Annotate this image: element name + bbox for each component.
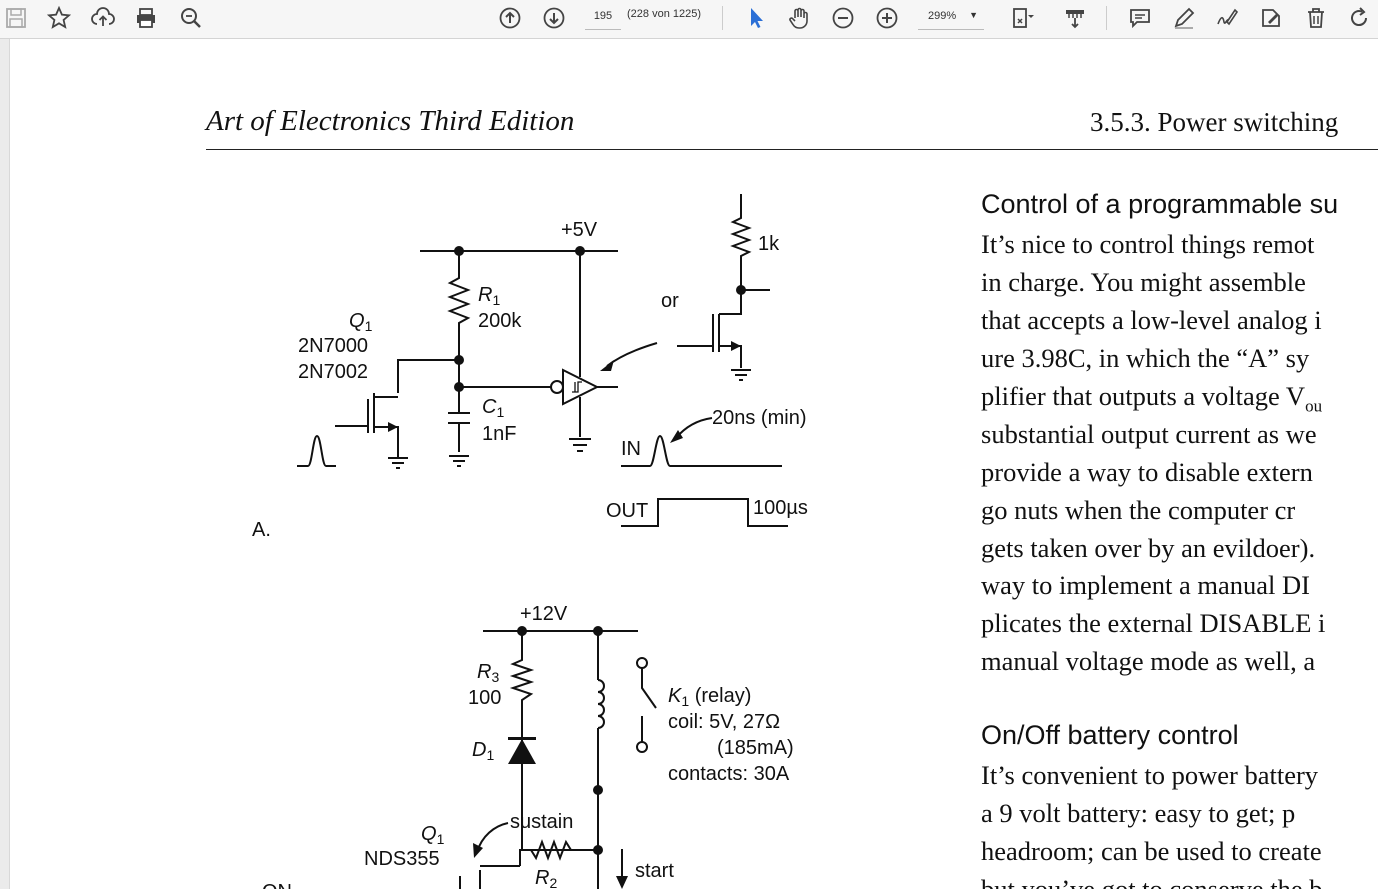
- left-gutter: [0, 39, 10, 889]
- label-or: or: [661, 290, 679, 312]
- print-icon[interactable]: [131, 3, 161, 33]
- save-icon[interactable]: [1, 3, 31, 33]
- section-heading: Control of a programmable su: [981, 189, 1339, 219]
- trash-icon[interactable]: [1301, 3, 1331, 33]
- label-r3: R3: [477, 661, 499, 685]
- text-line: plicates the external DISABLE i: [981, 608, 1326, 638]
- pdf-toolbar: 195 (228 von 1225) 299% ▼: [0, 0, 1378, 39]
- toolbar-divider: [722, 6, 723, 30]
- circuit-figure: +5V 1k or R1 200k Q1 2N7000 2N7002 C1 1n…: [252, 194, 808, 889]
- label-coil: coil: 5V, 27Ω: [668, 711, 780, 733]
- toolbar-divider: [1106, 6, 1107, 30]
- zoom-out-icon[interactable]: [828, 3, 858, 33]
- label-part: C: [482, 396, 497, 418]
- section-heading: On/Off battery control: [981, 720, 1239, 750]
- stamp-icon[interactable]: [1256, 3, 1286, 33]
- zoom-value: 299%: [928, 10, 957, 22]
- label-sustain: sustain: [510, 811, 573, 833]
- text-line-part: plifier that outputs a voltage V: [981, 381, 1306, 411]
- label-q1-part1: 2N7000: [298, 335, 368, 357]
- text-line: It’s convenient to power battery: [981, 760, 1319, 790]
- label-sub: 1: [496, 404, 504, 420]
- text-line: manual voltage mode as well, a: [981, 646, 1316, 676]
- figure-label-a: A.: [252, 519, 271, 541]
- label-part: (relay): [689, 685, 751, 707]
- text-line: that accepts a low-level analog i: [981, 305, 1322, 335]
- text-line: provide a way to disable extern: [981, 457, 1313, 487]
- text-line: gets taken over by an evildoer).: [981, 533, 1316, 563]
- label-in: IN: [621, 438, 641, 460]
- header-rule: [206, 149, 1378, 150]
- fit-page-icon[interactable]: [1008, 3, 1038, 33]
- label-coil-current: (185mA): [717, 737, 794, 759]
- text-line: go nuts when the computer cr: [981, 495, 1296, 525]
- select-cursor-icon[interactable]: [741, 3, 771, 33]
- running-head-section: 3.5.3. Power switching: [1090, 107, 1339, 137]
- pen-icon[interactable]: [1169, 3, 1199, 33]
- label-sub: 1: [681, 693, 689, 709]
- label-nds: NDS355: [364, 848, 440, 870]
- label-out-duration: 100µs: [753, 497, 808, 519]
- label-part: D: [472, 739, 486, 761]
- label-part: Q: [349, 310, 365, 332]
- label-r1-value: 200k: [478, 310, 522, 332]
- pdf-page[interactable]: Art of Electronics Third Edition 3.5.3. …: [10, 39, 1378, 889]
- upload-cloud-icon[interactable]: [88, 3, 118, 33]
- text-line: substantial output current as we: [981, 419, 1317, 449]
- label-start: start: [635, 860, 674, 882]
- scroll-mode-icon[interactable]: [1060, 3, 1090, 33]
- text-line: a 9 volt battery: easy to get; p: [981, 798, 1296, 828]
- label-c1-value: 1nF: [482, 423, 516, 445]
- text-line: but you’ve got to conserve the b: [981, 874, 1323, 889]
- hand-icon[interactable]: [784, 3, 814, 33]
- label-plus5v: +5V: [561, 219, 598, 241]
- label-q1-part2: 2N7002: [298, 361, 368, 383]
- label-c1: C1: [482, 396, 504, 420]
- zoom-in-icon[interactable]: [872, 3, 902, 33]
- label-1k: 1k: [758, 233, 780, 255]
- text-line: plifier that outputs a voltage Vou: [981, 377, 1322, 425]
- sign-icon[interactable]: [1212, 3, 1242, 33]
- page-down-icon[interactable]: [539, 3, 569, 33]
- label-contacts: contacts: 30A: [668, 763, 790, 785]
- page-up-icon[interactable]: [495, 3, 525, 33]
- label-r1: R1: [478, 284, 500, 308]
- chevron-down-icon: ▼: [969, 10, 978, 20]
- label-part: R: [535, 867, 549, 889]
- label-q1b: Q1: [421, 823, 445, 847]
- text-line: in charge. You might assemble: [981, 267, 1306, 297]
- comment-icon[interactable]: [1125, 3, 1155, 33]
- label-sub: 1: [486, 747, 494, 763]
- running-head-title: Art of Electronics Third Edition: [206, 105, 575, 137]
- label-pulse-min: 20ns (min): [712, 407, 806, 429]
- label-part: R: [478, 284, 492, 306]
- label-on: ON: [262, 881, 292, 889]
- label-part: Q: [421, 823, 437, 845]
- page-count-label: (228 von 1225): [627, 8, 701, 20]
- label-d1: D1: [472, 739, 494, 763]
- label-k1: K1 (relay): [668, 685, 751, 709]
- label-part: R: [477, 661, 491, 683]
- zoom-select[interactable]: 299% ▼: [918, 7, 984, 30]
- label-r2: R2: [535, 867, 557, 889]
- label-out: OUT: [606, 500, 648, 522]
- text-line: It’s nice to control things remot: [981, 229, 1315, 259]
- zoom-search-icon[interactable]: [176, 3, 206, 33]
- label-sub: 1: [437, 831, 445, 847]
- page-number-input[interactable]: 195: [585, 7, 621, 30]
- label-sub: 3: [491, 669, 499, 685]
- text-line: way to implement a manual DI: [981, 570, 1310, 600]
- label-plus12v: +12V: [520, 603, 568, 625]
- text-line: headroom; can be used to create: [981, 836, 1322, 866]
- label-sub: 2: [549, 875, 557, 889]
- subscript: ou: [1305, 396, 1323, 416]
- text-line: ure 3.98C, in which the “A” sy: [981, 343, 1310, 373]
- rotate-icon[interactable]: [1344, 3, 1374, 33]
- label-part: K: [668, 685, 683, 707]
- label-r3-value: 100: [468, 687, 501, 709]
- bookmark-star-icon[interactable]: [44, 3, 74, 33]
- label-sub: 1: [492, 292, 500, 308]
- label-sub: 1: [365, 318, 373, 334]
- label-q1: Q1: [349, 310, 373, 334]
